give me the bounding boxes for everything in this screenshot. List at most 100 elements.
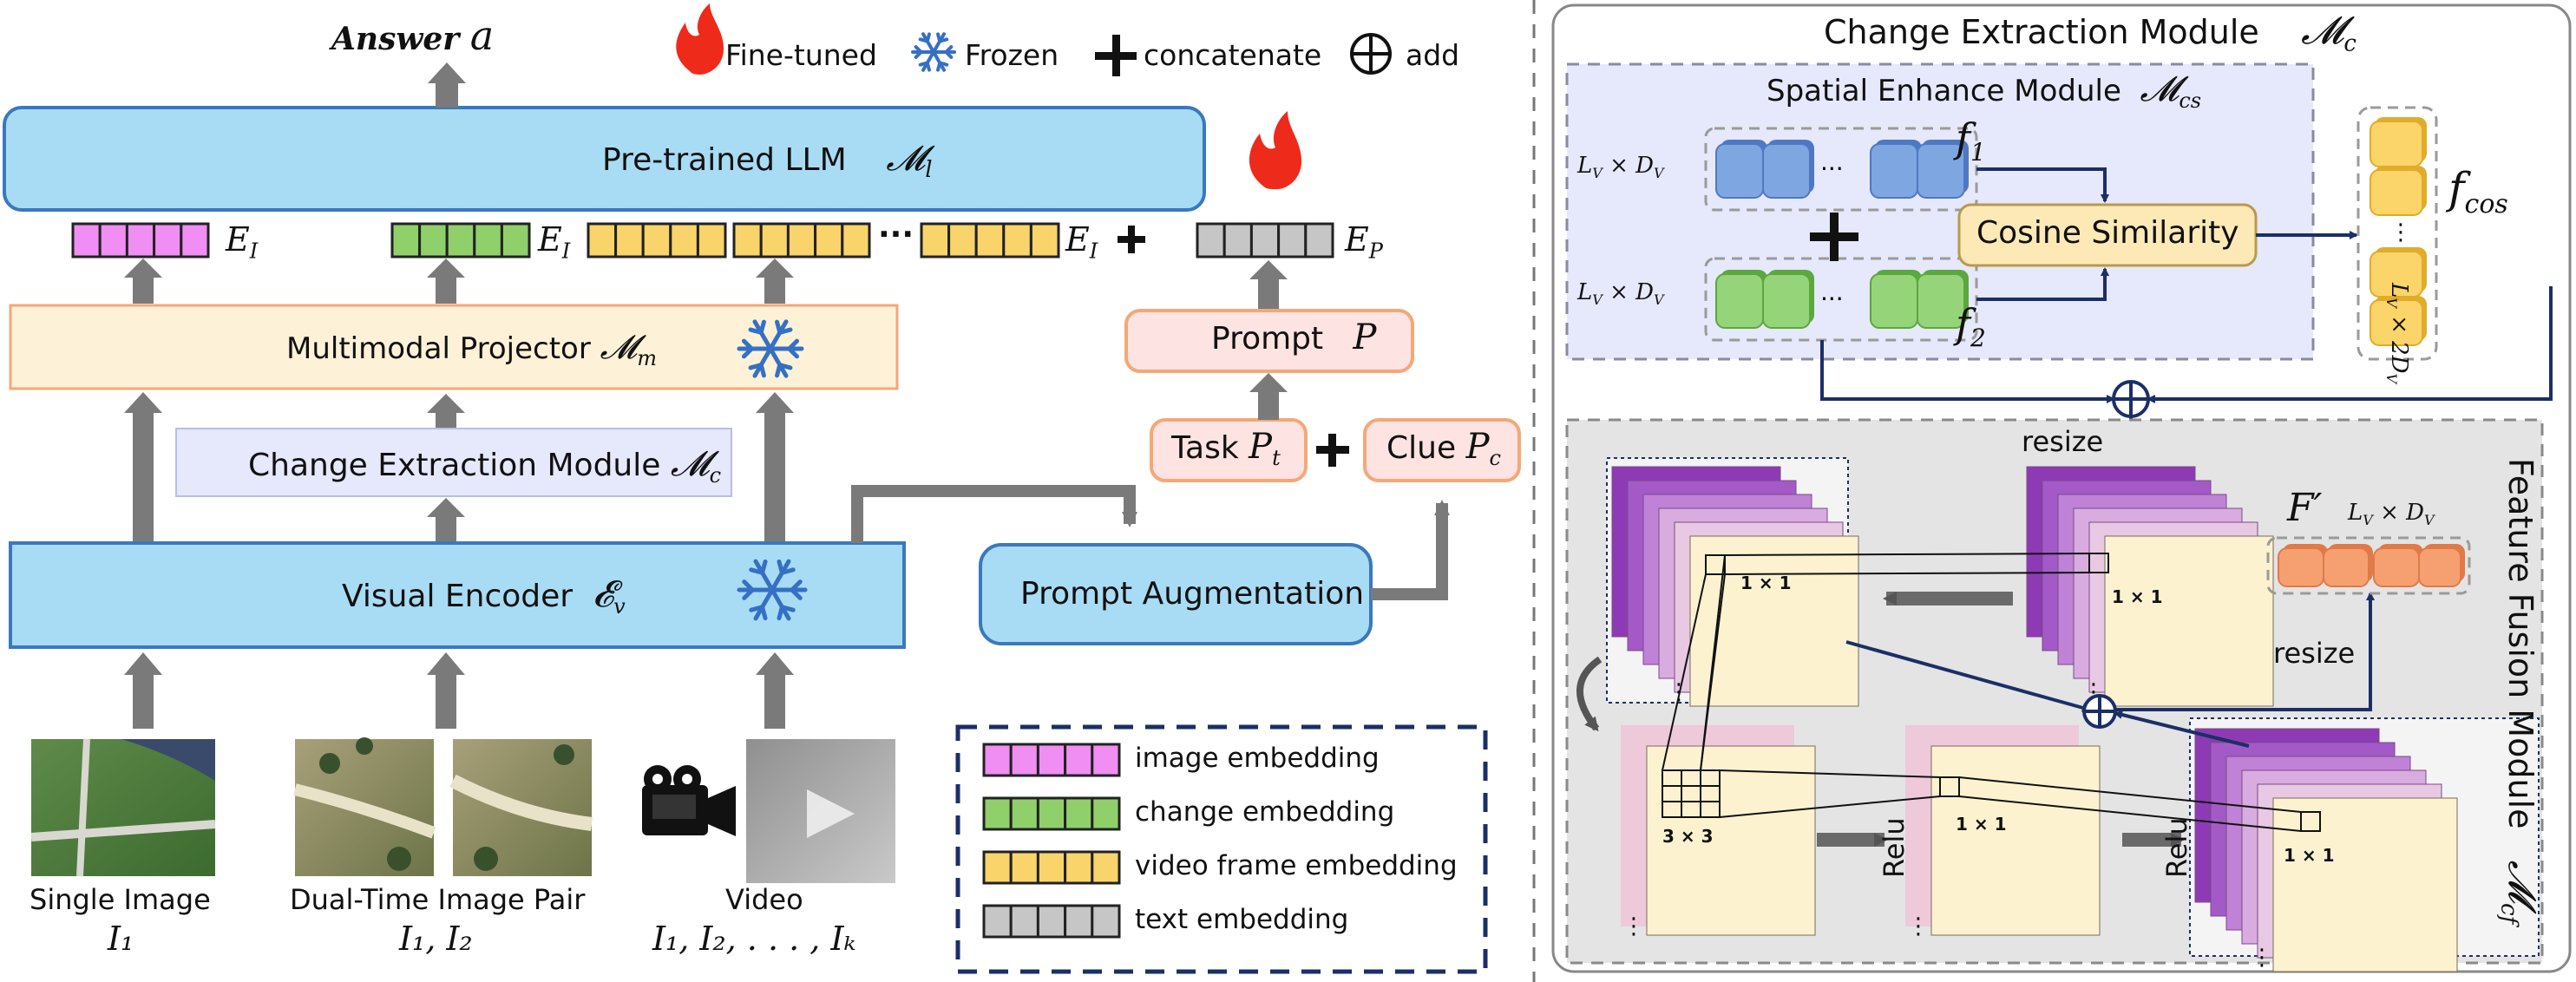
emb-video-label: EI: [1065, 220, 1098, 264]
f1-token: [1762, 143, 1811, 199]
legend-video-emb-cell: [1064, 850, 1094, 885]
fcos-token: [2370, 299, 2423, 346]
resize-label-2: resize: [2273, 637, 2356, 670]
add-node-bottom: [2082, 694, 2117, 729]
right-title-sub: c: [2343, 30, 2356, 57]
prompt-label: Prompt P: [1211, 318, 1376, 357]
sem-text: Spatial Enhance Module: [1766, 74, 2121, 108]
snowflake-icon: [911, 32, 956, 72]
e-image: E: [226, 220, 250, 259]
sem-sym: 𝓜: [2140, 69, 2179, 109]
aug-to-clue-arrow: [1371, 500, 1450, 600]
change-embedding-strip: [390, 222, 531, 259]
legend-strip-video: [982, 850, 1121, 885]
legend-frozen: Frozen: [965, 38, 1059, 72]
f1-text: f: [1956, 115, 1971, 161]
prompt-aug-label: Prompt Augmentation: [1020, 576, 1365, 612]
image-emb-cell: [180, 222, 210, 259]
f2-ellipsis: ···: [1820, 285, 1844, 313]
llm-sym: 𝓜: [886, 139, 926, 179]
legend-video-emb-cell: [1036, 850, 1067, 885]
right-title-text: Change Extraction Module: [1824, 13, 2259, 51]
video-emb-cell: [732, 222, 763, 259]
stack-e-dots: ⋮: [2251, 945, 2273, 971]
flame-icon: [676, 3, 724, 75]
video-emb-cell: [696, 222, 727, 259]
video-emb-cell: [587, 222, 618, 259]
ffm-text: Feature Fusion Module: [2501, 458, 2540, 829]
fprime-token: [2278, 547, 2324, 587]
video-camera-icon: [642, 765, 736, 836]
f1-sub: 1: [1970, 138, 1986, 167]
f1-token: [1715, 143, 1764, 199]
legend-text-emb-cell: [982, 904, 1013, 939]
kernel-1x1-d: 1 × 1: [2284, 845, 2335, 866]
add-circle-plus-icon: [1350, 33, 1392, 75]
legend-change-emb-cell: [982, 796, 1013, 831]
text-emb-cell: [1249, 222, 1281, 259]
llm-box: [3, 106, 1206, 212]
change-module-sym: 𝓜: [670, 444, 710, 484]
task-var: P: [1249, 427, 1273, 467]
fprime-dims: LV × DV: [2348, 500, 2435, 529]
video-emb-cell: [786, 222, 817, 259]
feature-stack-e: ⋮: [2194, 728, 2458, 972]
f2-token: [1917, 273, 1965, 329]
fcos-token: [2370, 169, 2423, 216]
change-emb-cell: [418, 222, 449, 259]
add-node-top: [2112, 380, 2150, 418]
change-emb-cell: [445, 222, 476, 259]
a-to-c-arrow: [1576, 656, 1603, 732]
video-emb-cell: [1002, 222, 1032, 259]
video-thumb: [746, 739, 895, 883]
emb-text-label: EP: [1345, 220, 1383, 264]
f1-ellipsis: ···: [1820, 154, 1844, 183]
f1-dims: LV × DV: [1577, 153, 1664, 182]
f2-token: [1715, 273, 1764, 329]
proj-to-emb-arrows: [124, 259, 1288, 311]
task-label: Task Pt: [1171, 427, 1281, 470]
task-box: [1150, 418, 1308, 482]
emb-image-label: EI: [226, 220, 258, 264]
legend-item-text: text embedding: [1135, 904, 1349, 935]
change-module-box: [175, 428, 732, 497]
e-text: E: [1345, 220, 1369, 259]
llm-sub: l: [925, 157, 933, 184]
e-video-sub: I: [1089, 239, 1098, 264]
legend-item-video: video frame embedding: [1135, 850, 1458, 881]
video-var: I₁, I₂, . . . , Iₖ: [652, 920, 856, 958]
stack-b-front: [2104, 535, 2274, 707]
concat-plus-1: [1118, 226, 1145, 253]
projector-sub: m: [637, 345, 657, 370]
legend-text-emb-cell: [1009, 904, 1039, 939]
prompt-box: [1124, 309, 1414, 373]
video-emb-cell: [920, 222, 951, 259]
legend-image-emb-cell: [982, 743, 1013, 777]
e-change: E: [538, 220, 562, 259]
f2-dims-l: L: [1577, 279, 1593, 305]
fcos-sub: cos: [2464, 189, 2508, 219]
legend-strip-change: [982, 796, 1121, 831]
f2-dims: LV × DV: [1577, 279, 1664, 309]
legend-video-emb-cell: [982, 850, 1013, 885]
text-embedding-strip: [1196, 222, 1334, 259]
visual-encoder-text: Visual Encoder: [342, 579, 574, 614]
image-emb-cell: [71, 222, 102, 259]
clue-label: Clue Pc: [1386, 427, 1501, 470]
text-emb-cell: [1222, 222, 1253, 259]
change-module-text: Change Extraction Module: [248, 448, 661, 483]
fprime-label: F′: [2287, 486, 2323, 530]
text-emb-cell: [1196, 222, 1226, 259]
f-concat-plus: [1810, 213, 1858, 261]
f1-dims-l: L: [1577, 153, 1593, 179]
f2-tokens: ···: [1715, 270, 1969, 329]
fcos-dims: LV × 2DV: [2383, 283, 2412, 384]
pair-image-thumb-2: [449, 739, 593, 876]
text-emb-cell: [1304, 222, 1334, 259]
stack-e-front: [2272, 797, 2458, 972]
f1-label: f1: [1956, 115, 1986, 167]
pair-var: I₁, I₂: [399, 920, 473, 958]
stack-c-dots: ⋮: [1622, 913, 1645, 939]
video-emb-cell: [841, 222, 871, 259]
llm-label: Pre-trained LLM 𝓜l: [602, 139, 933, 183]
